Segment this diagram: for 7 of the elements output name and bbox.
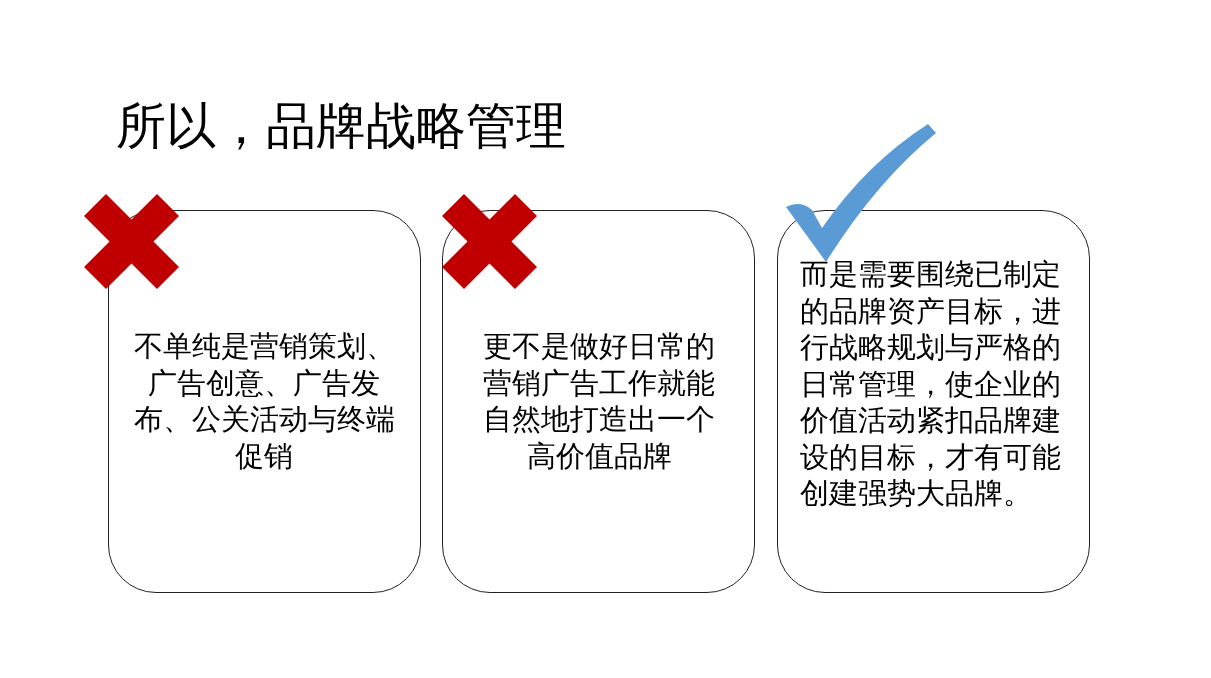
rounded-card [108, 210, 421, 593]
rounded-card [442, 210, 755, 593]
card-text: 更不是做好日常的营销广告工作就能自然地打造出一个高价值品牌 [482, 329, 716, 475]
rounded-card [777, 210, 1090, 593]
card-text: 而是需要围绕已制定的品牌资产目标，进行战略规划与严格的日常管理，使企业的价值活动紧扣品牌建设的目标，才有可能创建强势大品牌。 [800, 257, 1062, 512]
slide-title: 所以，品牌战略管理 [116, 96, 566, 156]
card-text: 不单纯是营销策划、广告创意、广告发布、公关活动与终端促销 [132, 329, 396, 475]
